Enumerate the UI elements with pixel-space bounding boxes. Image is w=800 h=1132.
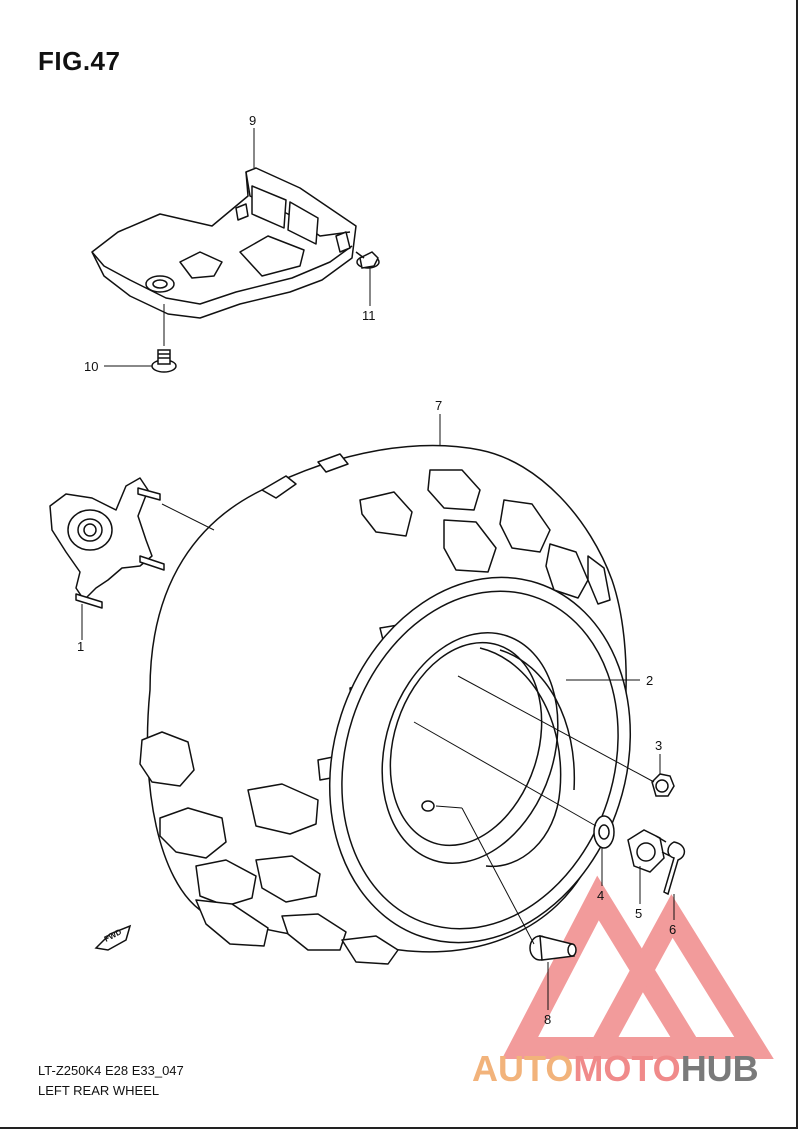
- callout-10: 10: [84, 359, 98, 374]
- part-3-nut: [651, 773, 675, 797]
- part-5-castle-nut: [627, 829, 671, 873]
- part-8-valve: [529, 935, 577, 961]
- part-6-cotter-pin: [663, 841, 686, 896]
- callout-3: 3: [655, 738, 662, 753]
- leader-lines: [81, 128, 675, 1010]
- watermark-part-2: MOTO: [573, 1048, 681, 1089]
- watermark-logo: [501, 875, 774, 1059]
- callout-5: 5: [635, 906, 642, 921]
- callout-1: 1: [77, 639, 84, 654]
- model-code: LT-Z250K4 E28 E33_047: [38, 1063, 184, 1078]
- callout-7: 7: [435, 398, 442, 413]
- watermark-part-3: HUB: [680, 1048, 759, 1089]
- watermark-text: AUTOMOTOHUB: [472, 1048, 759, 1090]
- callout-9: 9: [249, 113, 256, 128]
- fwd-arrow-icon: FWD: [94, 924, 132, 951]
- part-1-wheel-hub: [49, 477, 165, 609]
- watermark-part-1: AUTO: [472, 1048, 574, 1089]
- part-9-skid-plate: [91, 167, 357, 319]
- callout-11: 11: [362, 308, 376, 323]
- part-4-washer: [593, 815, 615, 849]
- figure-title: FIG.47: [38, 46, 121, 76]
- section-name: LEFT REAR WHEEL: [38, 1083, 160, 1098]
- part-11-bolt: [355, 251, 380, 269]
- callout-8: 8: [544, 1012, 551, 1027]
- part-10-bolt: [151, 349, 177, 373]
- callout-2: 2: [646, 673, 653, 688]
- callout-6: 6: [669, 922, 676, 937]
- callout-4: 4: [597, 888, 604, 903]
